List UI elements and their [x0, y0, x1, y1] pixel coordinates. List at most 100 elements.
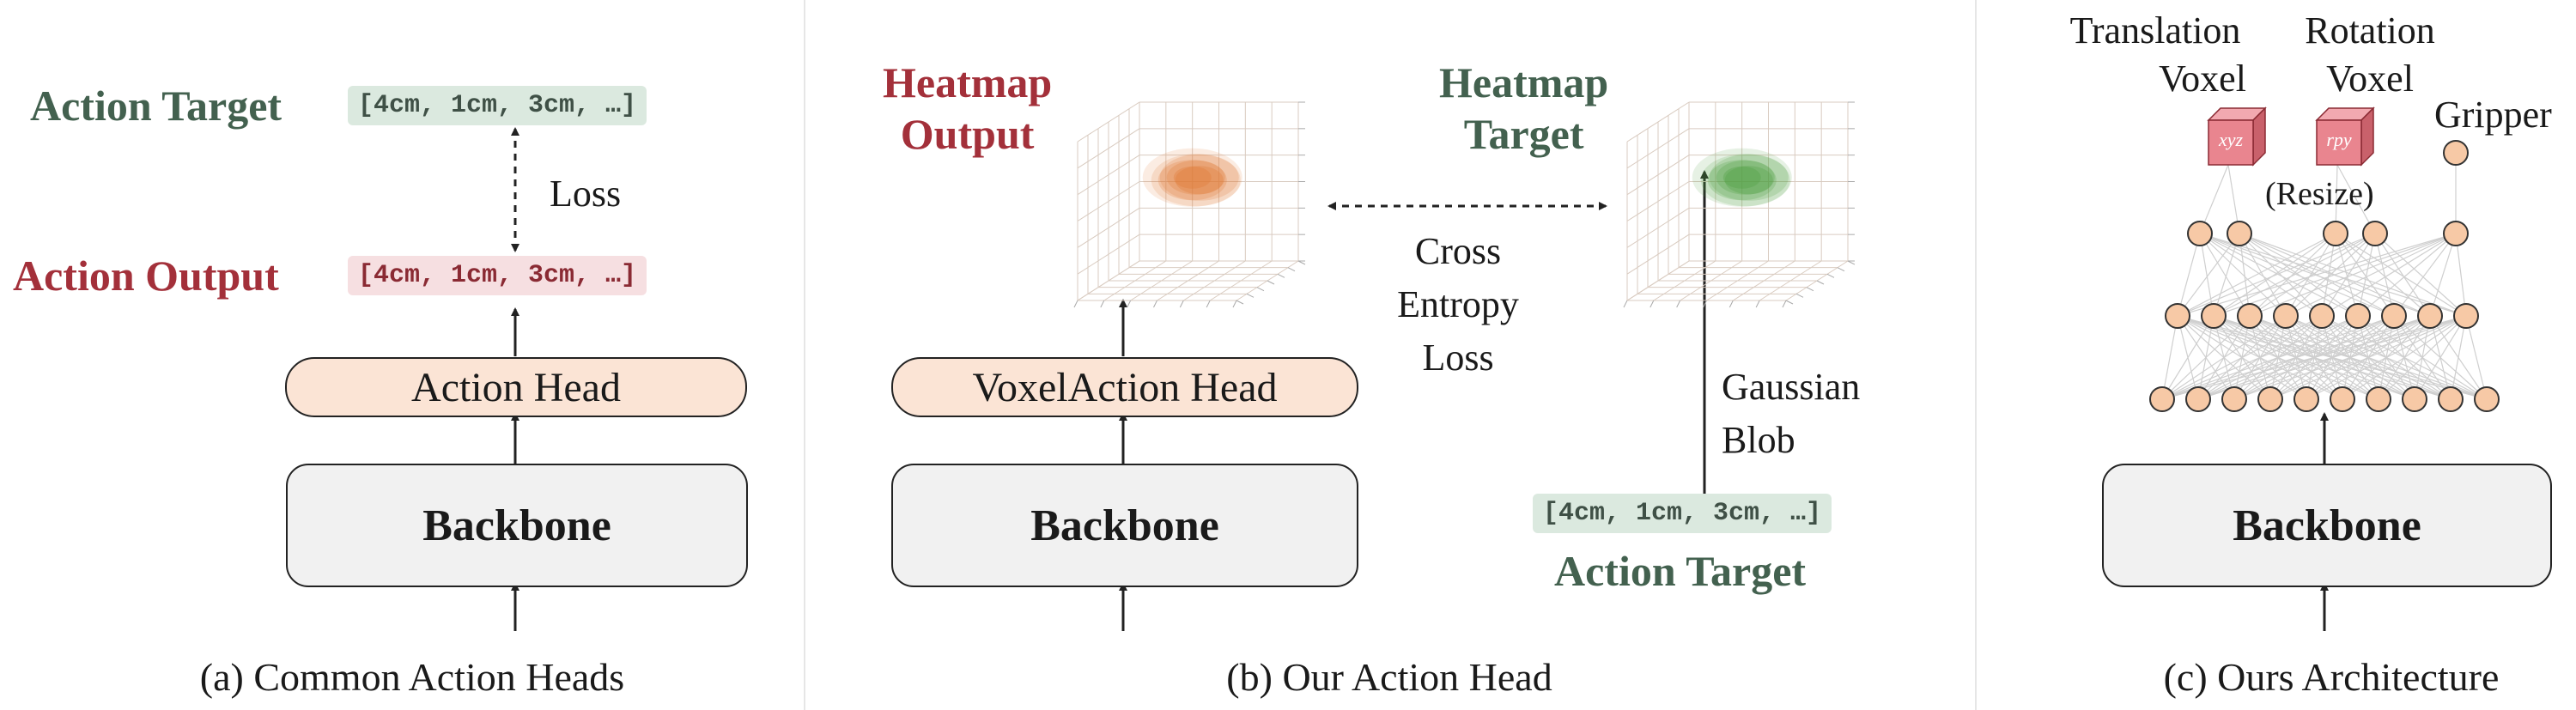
a-loss-label: Loss: [550, 173, 622, 215]
connection: [2429, 233, 2457, 317]
connection: [2199, 233, 2287, 317]
connection: [2213, 233, 2240, 317]
connection: [2249, 315, 2488, 400]
connection: [2199, 233, 2323, 317]
c-resize-label: (Resize): [2265, 176, 2374, 212]
heatmap-blob: [1157, 160, 1227, 201]
connection: [2321, 233, 2336, 317]
b-backbone-box: Backbone: [891, 464, 1358, 587]
connection: [2177, 315, 2199, 400]
b-caption: (b) Our Action Head: [1226, 655, 1552, 699]
connection: [2177, 233, 2240, 317]
tick-mark: [1816, 280, 1825, 285]
network-node: [2309, 303, 2335, 329]
grid-line: [1626, 234, 1690, 275]
network-node: [2438, 386, 2464, 412]
tick-mark: [1100, 300, 1105, 308]
heatmap-blob: [1142, 148, 1242, 207]
grid-line: [1077, 260, 1140, 301]
tick-mark: [1153, 300, 1157, 308]
connection: [2455, 233, 2467, 317]
tick-mark: [1206, 300, 1211, 308]
tick-mark: [1837, 267, 1845, 272]
b-voxelaction-head-box: VoxelAction Head: [891, 357, 1358, 417]
connection: [2335, 233, 2467, 317]
connection: [2177, 233, 2201, 317]
a-action-output-value: [4cm, 1cm, 3cm, …]: [348, 256, 647, 295]
connection: [2177, 315, 2343, 400]
heatmap-blob: [1707, 160, 1777, 201]
heatmap-blob: [1722, 166, 1761, 189]
tick-mark: [1847, 260, 1856, 265]
b-loss-line2: Entropy: [1397, 283, 1519, 325]
heatmap-blob: [1709, 154, 1789, 201]
network-node: [2443, 140, 2469, 166]
c-backbone-box: Backbone: [2102, 464, 2552, 587]
heatmap-target-plot: [1623, 101, 1856, 308]
connection: [2161, 315, 2178, 400]
b-heatmap-output-label: Heatmap Output: [883, 57, 1052, 160]
voxel-cube-front: [2208, 119, 2254, 166]
connection: [2177, 315, 2307, 400]
b-heatmap-target-line1: Heatmap: [1439, 58, 1609, 106]
connection: [2213, 315, 2488, 400]
network-node: [2362, 221, 2388, 246]
c-caption: (c) Ours Architecture: [2163, 655, 2500, 699]
network-node: [2474, 386, 2500, 412]
network-diagram: [2149, 106, 2500, 412]
tick-mark: [1297, 260, 1306, 265]
connection: [2199, 233, 2215, 317]
c-cube2-label: rpy: [2326, 129, 2352, 150]
connection: [2239, 233, 2467, 317]
network-node: [2257, 386, 2283, 412]
connection: [2177, 315, 2488, 400]
connection: [2199, 233, 2467, 317]
tick-mark: [1782, 300, 1787, 308]
a-backbone-box: Backbone: [286, 464, 748, 587]
heatmap-blob: [1159, 154, 1239, 201]
connection: [2249, 233, 2336, 317]
heatmap-blob: [1700, 154, 1790, 207]
connection: [2199, 233, 2251, 317]
tick-mark: [1236, 300, 1244, 305]
c-gripper-label: Gripper: [2434, 94, 2552, 136]
network-node: [2330, 386, 2355, 412]
c-translation-voxel-label: Translation Voxel: [2048, 7, 2263, 103]
connection: [2213, 233, 2336, 317]
connection: [2285, 315, 2488, 400]
grid-line: [1077, 234, 1140, 275]
connection: [2239, 233, 2287, 317]
connection: [2239, 233, 2395, 317]
a-action-output-label: Action Output: [13, 252, 279, 300]
tick-mark: [1649, 300, 1655, 308]
c-rotation-voxel-label: Rotation Voxel: [2275, 7, 2464, 103]
network-node: [2185, 386, 2211, 412]
c-cube1-label: xyz: [2218, 129, 2244, 150]
tick-mark: [1795, 293, 1804, 298]
b-gaussian-blob-label: Gaussian Blob: [1722, 361, 1860, 467]
a-caption: (a) Common Action Heads: [199, 655, 625, 699]
c-rotation-line2: Voxel: [2326, 58, 2414, 100]
connection: [2374, 233, 2467, 317]
tick-mark: [1623, 300, 1628, 308]
heatmap-blob: [1724, 166, 1773, 195]
heatmap-blob: [1175, 166, 1224, 195]
tick-mark: [1246, 293, 1255, 298]
connection: [2239, 233, 2323, 317]
network-node: [2237, 303, 2263, 329]
tick-mark: [1267, 280, 1275, 285]
heatmap-blob: [1692, 148, 1792, 207]
tick-mark: [1785, 300, 1794, 305]
network-node: [2366, 386, 2391, 412]
connection: [2285, 233, 2336, 317]
connection: [2285, 233, 2457, 317]
connection: [2177, 233, 2376, 317]
network-node: [2273, 303, 2299, 329]
network-connections: [2161, 153, 2488, 400]
connection: [2177, 315, 2271, 400]
network-node: [2417, 303, 2443, 329]
heatmap-blob: [1173, 166, 1212, 189]
panel-divider-bc: [1975, 0, 1977, 710]
connection: [2199, 233, 2395, 317]
network-node: [2453, 303, 2479, 329]
